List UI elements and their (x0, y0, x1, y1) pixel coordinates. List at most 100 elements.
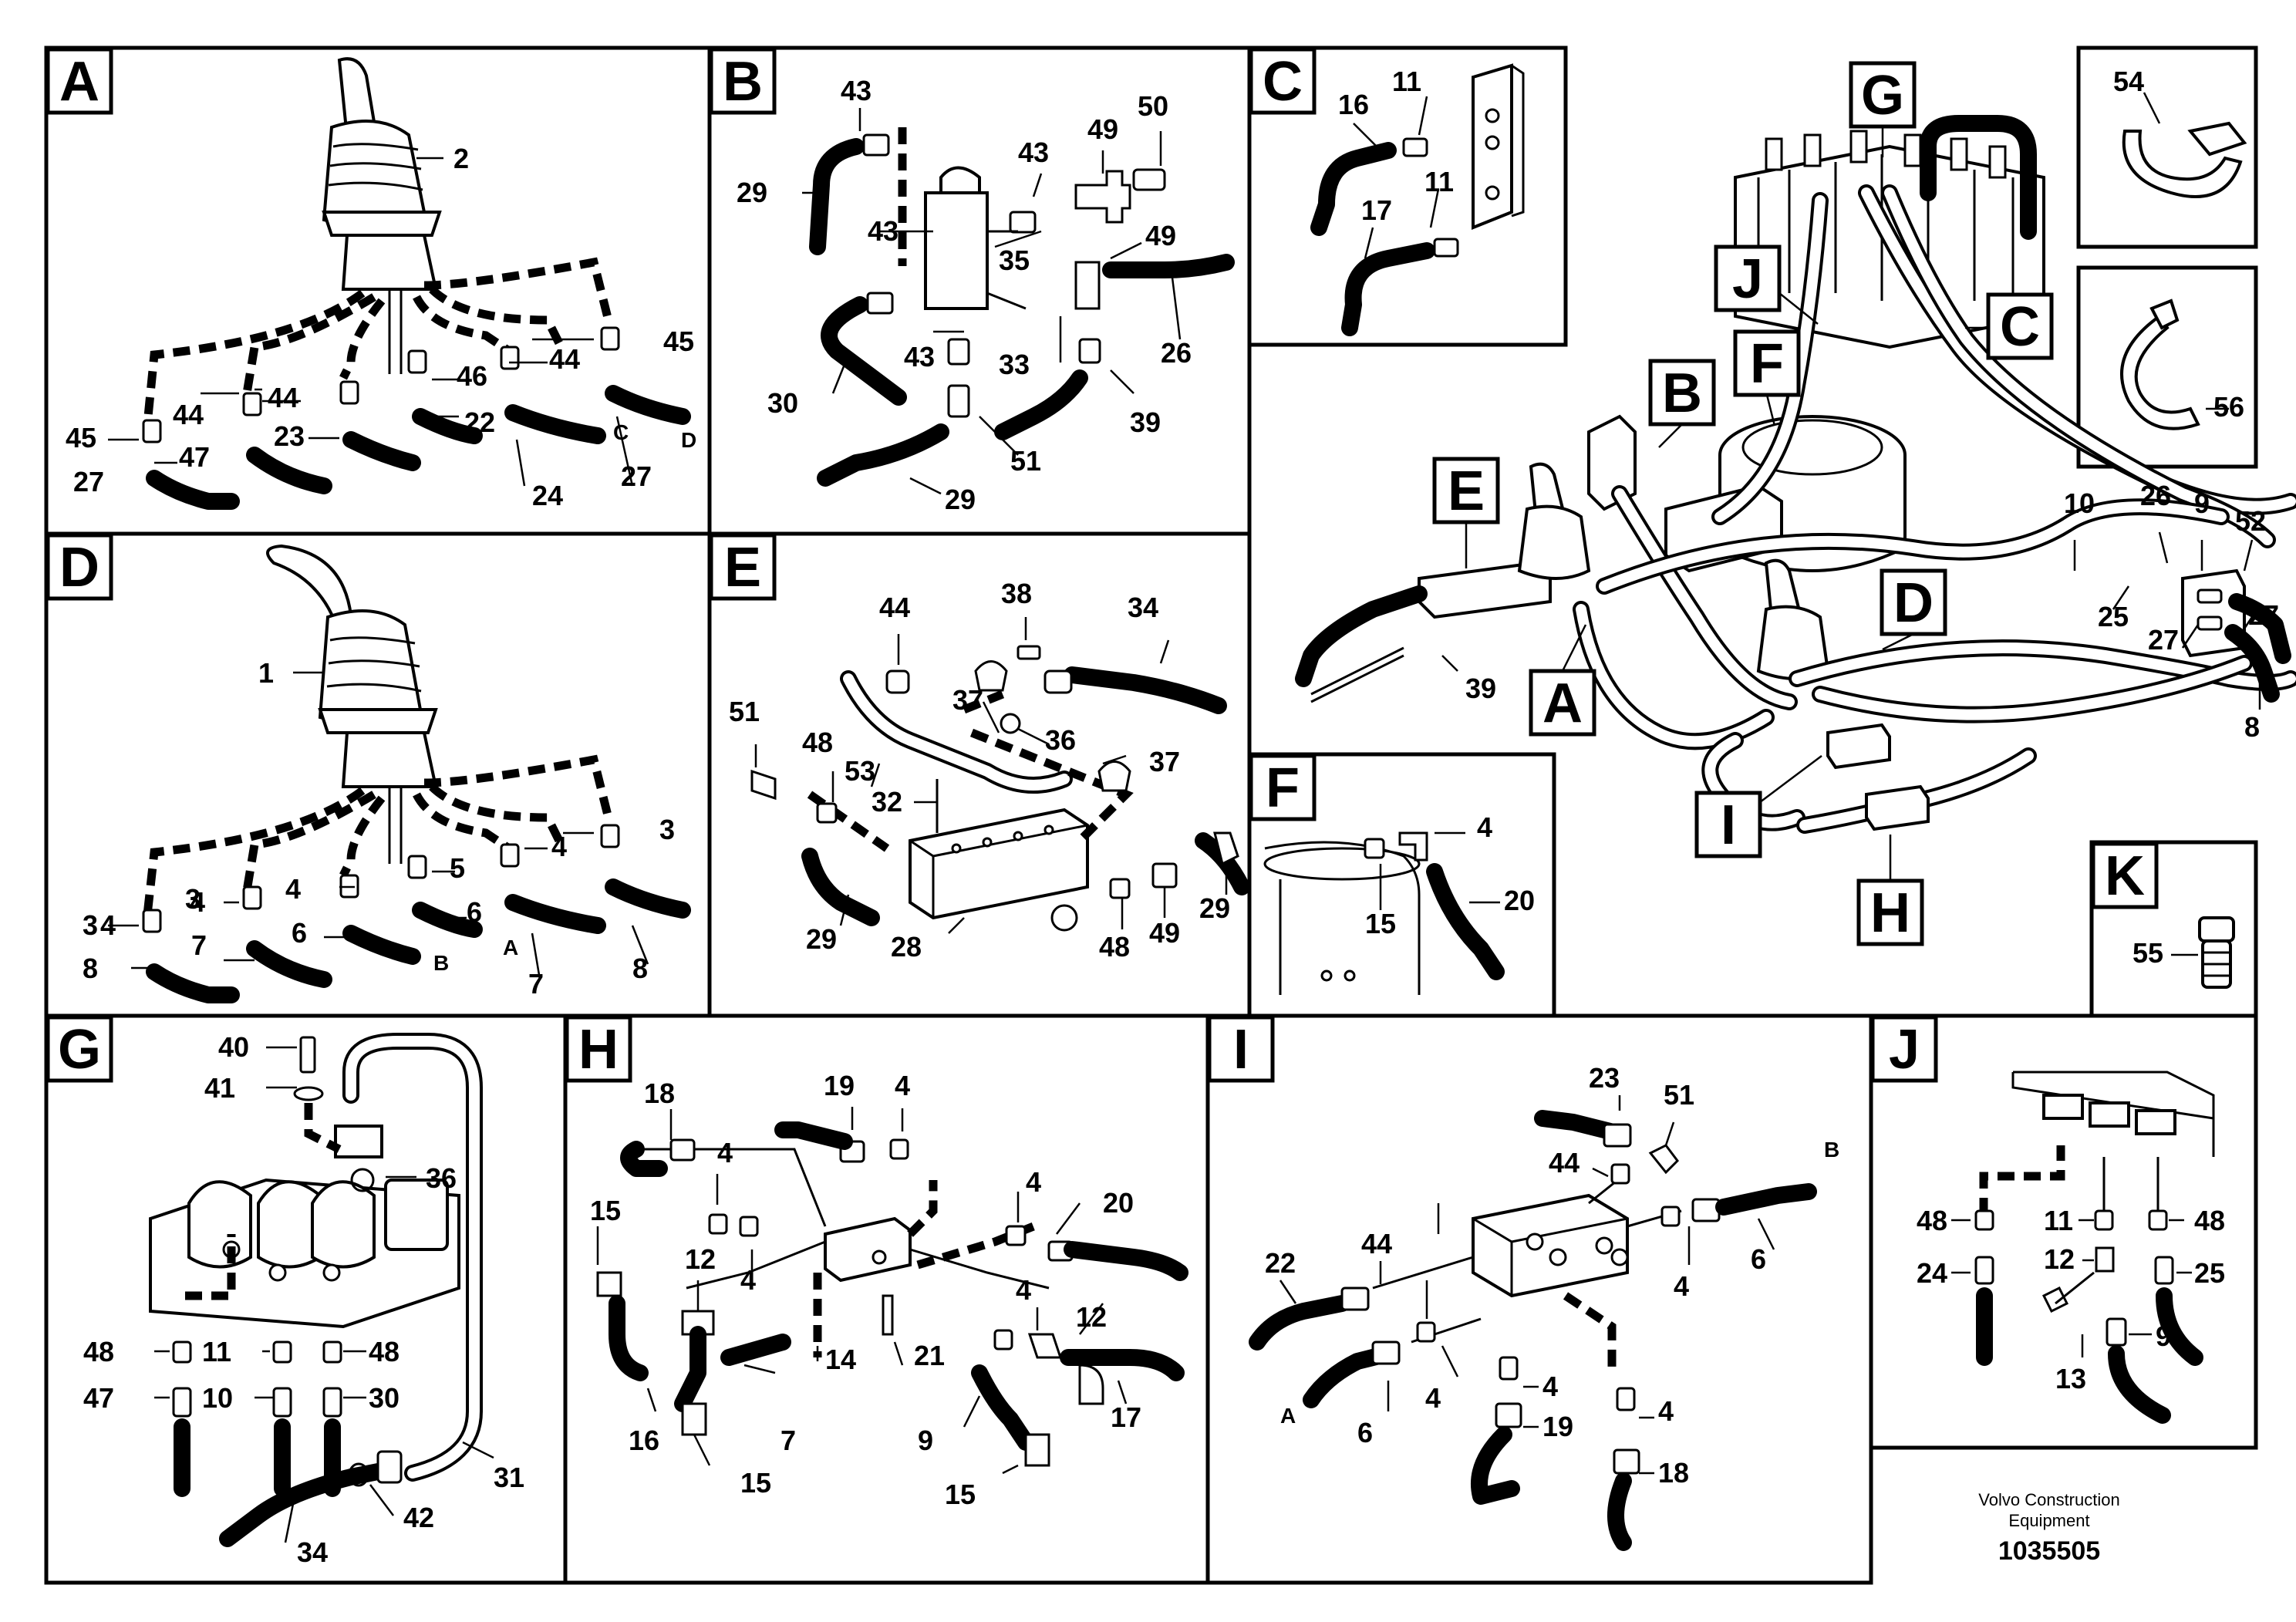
svg-text:42: 42 (403, 1502, 434, 1533)
svg-text:44: 44 (268, 382, 298, 413)
svg-text:4: 4 (1674, 1270, 1689, 1302)
svg-text:34: 34 (297, 1536, 328, 1568)
panel-56-drawing: 56 (2120, 298, 2244, 430)
svg-text:4: 4 (717, 1137, 733, 1168)
svg-text:43: 43 (868, 215, 899, 247)
svg-text:8: 8 (83, 953, 98, 984)
svg-text:4: 4 (1477, 811, 1492, 843)
svg-text:11: 11 (202, 1336, 231, 1367)
svg-text:46: 46 (457, 360, 487, 392)
panel-d-tag: D (46, 533, 113, 601)
svg-text:7: 7 (781, 1425, 796, 1456)
svg-text:47: 47 (179, 441, 210, 473)
panel-54-drawing: 54 (2113, 66, 2247, 198)
overview-tag-h: H (1856, 878, 1924, 946)
panel-h-drawing: 19 4 18 4 15 12 4 4 20 14 21 4 12 16 7 9… (590, 1070, 1188, 1510)
svg-text:21: 21 (914, 1340, 945, 1371)
svg-text:A: A (1542, 673, 1583, 734)
svg-text:H: H (1870, 882, 1910, 944)
panel-i-frame (1205, 1013, 1873, 1585)
svg-text:I: I (1721, 794, 1736, 856)
svg-text:4: 4 (100, 909, 116, 941)
svg-text:17: 17 (1111, 1401, 1141, 1433)
svg-text:25: 25 (2194, 1257, 2225, 1289)
svg-text:3: 3 (659, 814, 675, 845)
svg-text:53: 53 (845, 755, 875, 787)
svg-text:18: 18 (1658, 1457, 1689, 1489)
overview-tag-e: E (1432, 457, 1500, 524)
svg-text:52: 52 (2235, 505, 2266, 537)
svg-text:27: 27 (73, 466, 104, 497)
svg-text:G: G (58, 1019, 101, 1081)
panel-k-tag: K (2091, 841, 2159, 909)
svg-text:15: 15 (740, 1467, 771, 1499)
svg-text:43: 43 (841, 75, 872, 106)
svg-text:15: 15 (590, 1195, 621, 1226)
svg-text:15: 15 (945, 1479, 976, 1510)
svg-text:27: 27 (621, 460, 652, 492)
solenoid-valve (924, 191, 989, 310)
svg-text:4: 4 (1026, 1166, 1041, 1198)
joystick-grip-right (266, 544, 353, 639)
svg-text:22: 22 (1265, 1247, 1296, 1279)
panel-g-tag: G (46, 1015, 113, 1083)
svg-text:36: 36 (426, 1162, 457, 1194)
panel-i-tag: I (1207, 1015, 1275, 1083)
svg-text:48: 48 (802, 727, 833, 758)
svg-text:44: 44 (173, 399, 204, 430)
svg-text:H: H (578, 1019, 619, 1081)
svg-text:49: 49 (1149, 917, 1180, 949)
svg-text:4: 4 (551, 831, 567, 862)
svg-text:E: E (724, 537, 761, 599)
svg-text:20: 20 (1103, 1187, 1134, 1219)
svg-text:11: 11 (1424, 166, 1454, 197)
svg-text:48: 48 (1099, 931, 1130, 963)
svg-text:4: 4 (895, 1070, 910, 1101)
svg-text:C: C (2000, 296, 2040, 358)
svg-text:29: 29 (737, 177, 767, 208)
svg-text:44: 44 (879, 592, 910, 623)
svg-text:38: 38 (1001, 578, 1032, 609)
svg-text:24: 24 (1917, 1257, 1947, 1289)
svg-text:43: 43 (1018, 137, 1049, 168)
svg-text:34: 34 (1128, 592, 1158, 623)
panel-i-drawing: 23 51 44 44 22 4 6 4 4 6 4 19 18 B A (1249, 1062, 1839, 1551)
svg-text:44: 44 (549, 343, 580, 375)
panel-j-drawing: 48 11 48 24 12 25 13 9 (1917, 1071, 2225, 1424)
svg-text:49: 49 (1087, 113, 1118, 145)
overview-tag-d: D (1880, 568, 1947, 636)
svg-text:G: G (1861, 65, 1904, 126)
svg-text:4: 4 (1016, 1274, 1031, 1306)
svg-text:B: B (1662, 363, 1702, 424)
svg-text:39: 39 (1465, 673, 1496, 704)
overview-tag-a: A (1529, 669, 1596, 737)
panel-d-drawing: 1 3 4 5 4 3 3 4 4 6 6 7 7 8 8 B A (83, 544, 691, 1003)
svg-text:32: 32 (872, 786, 902, 818)
panel-g-drawing: 40 41 36 48 11 48 47 10 30 31 42 34 (83, 1031, 524, 1568)
svg-text:39: 39 (1130, 406, 1161, 438)
svg-text:11: 11 (2044, 1205, 2073, 1236)
svg-text:30: 30 (369, 1382, 400, 1414)
svg-text:26: 26 (2140, 480, 2171, 511)
panel-h-tag: H (565, 1015, 632, 1083)
panel-b-tag: B (709, 47, 777, 115)
panel-c-tag: C (1249, 47, 1317, 115)
svg-text:40: 40 (218, 1031, 249, 1063)
svg-text:30: 30 (767, 387, 798, 419)
panel-b-drawing: 43 50 43 49 29 43 35 49 26 33 43 30 39 5… (737, 75, 1235, 515)
svg-text:4: 4 (1425, 1382, 1441, 1414)
overview-tag-g: G (1849, 61, 1917, 129)
svg-text:49: 49 (1145, 220, 1176, 251)
overview-tag-i: I (1694, 791, 1762, 858)
svg-text:F: F (1266, 757, 1300, 819)
svg-text:6: 6 (467, 896, 482, 928)
svg-text:56: 56 (2213, 391, 2244, 423)
svg-text:26: 26 (1161, 337, 1192, 369)
svg-text:55: 55 (2132, 937, 2163, 969)
svg-text:23: 23 (1589, 1062, 1620, 1094)
svg-text:51: 51 (729, 696, 760, 727)
svg-text:B: B (1824, 1138, 1839, 1162)
overview-tag-c: C (1986, 292, 2054, 360)
svg-text:D: D (1893, 572, 1934, 634)
svg-text:C: C (613, 420, 629, 444)
